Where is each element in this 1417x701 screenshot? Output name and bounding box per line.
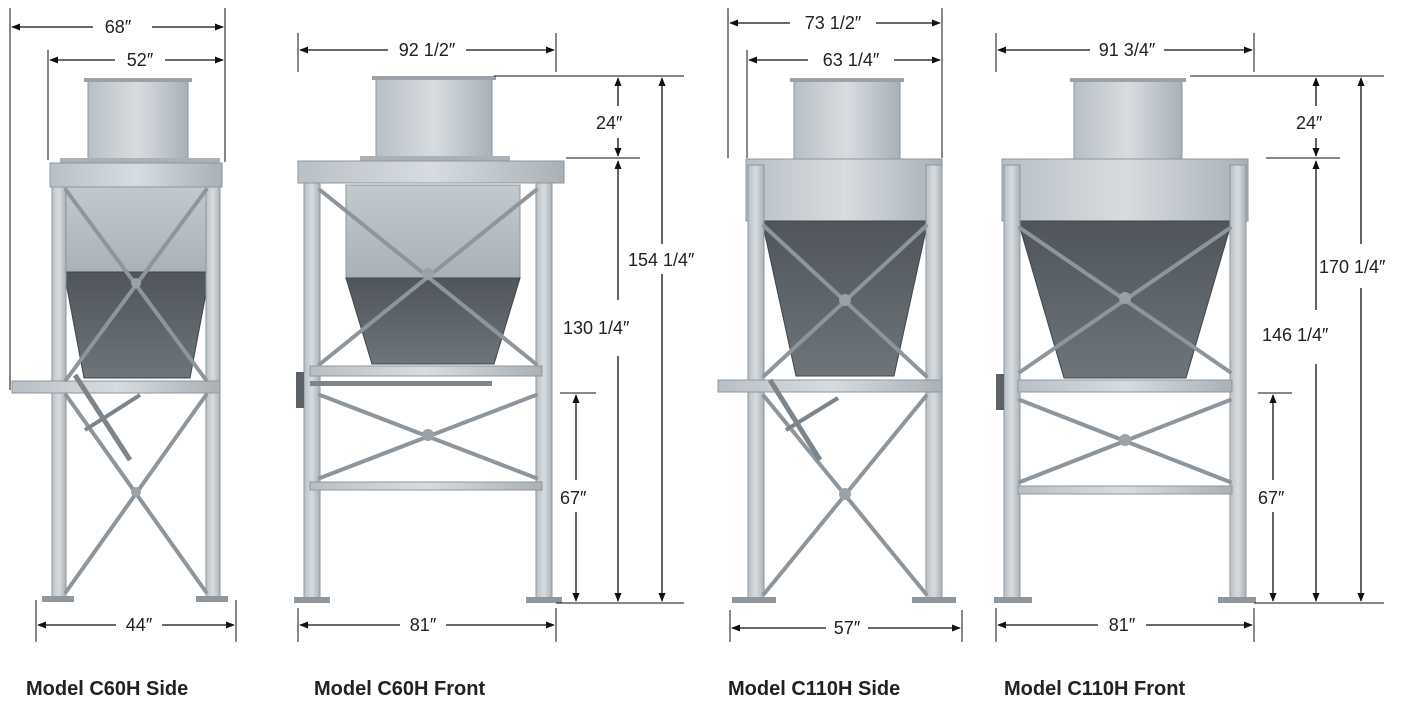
overall-width-label: 68″: [105, 17, 132, 37]
dimension-lines: [9, 8, 237, 642]
dimension-lines: [297, 33, 684, 642]
inlet-width-label: 92 1/2″: [399, 40, 456, 60]
hopper-drawing: [717, 78, 956, 603]
hopper-drawing: [294, 76, 565, 603]
inlet-height-label: 24″: [1296, 113, 1323, 133]
model-c110h-side: 73 1/2″ 63 1/4″ 57″ Model C110H Side: [717, 8, 963, 700]
overall-height-label: 154 1/4″: [628, 250, 695, 270]
frame-height-label: 146 1/4″: [1262, 325, 1329, 345]
inlet-height-label: 24″: [596, 113, 623, 133]
base-width-label: 44″: [126, 615, 153, 635]
hopper-drawing: [994, 78, 1256, 603]
model-caption: Model C60H Front: [314, 678, 485, 700]
model-c110h-front: 91 3/4″ 24″ 146 1/4″ 170 1/4″ 67″ 81″ Mo…: [994, 33, 1386, 700]
inlet-width-label: 63 1/4″: [823, 50, 880, 70]
inlet-width-label: 91 3/4″: [1099, 40, 1156, 60]
overall-height-label: 170 1/4″: [1319, 257, 1386, 277]
base-width-label: 81″: [410, 615, 437, 635]
model-c60h-side: 68″ 52″ 44″ Model C60H Side: [9, 8, 237, 700]
clearance-label: 67″: [1258, 488, 1285, 508]
overall-width-label: 73 1/2″: [805, 13, 862, 33]
model-c60h-front: 92 1/2″ 24″ 130 1/4″ 154 1/4″ 67″ 81″ Mo…: [294, 33, 695, 700]
inlet-width-label: 52″: [127, 50, 154, 70]
hopper-drawing: [11, 78, 228, 602]
clearance-label: 67″: [560, 488, 587, 508]
base-width-label: 57″: [834, 618, 861, 638]
model-caption: Model C60H Side: [26, 678, 188, 700]
model-caption: Model C110H Front: [1004, 678, 1185, 700]
dimension-lines: [995, 33, 1384, 642]
dimension-lines: [727, 8, 963, 642]
base-width-label: 81″: [1109, 615, 1136, 635]
model-caption: Model C110H Side: [728, 678, 900, 700]
frame-height-label: 130 1/4″: [563, 318, 630, 338]
